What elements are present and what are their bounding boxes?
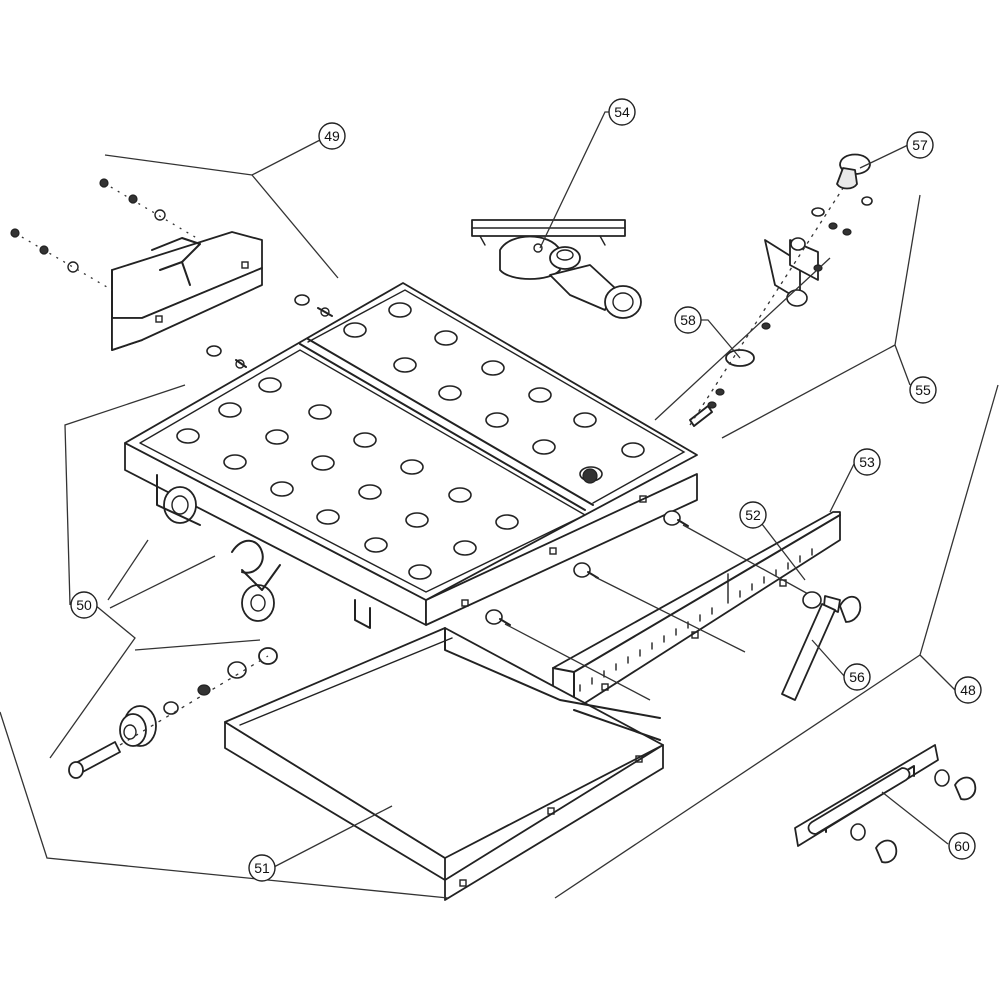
callout-52: 52	[739, 501, 767, 529]
callout-51-label: 51	[254, 860, 270, 876]
callout-56: 56	[843, 663, 871, 691]
callout-55-label: 55	[915, 382, 931, 398]
callout-54: 54	[608, 98, 636, 126]
fence-bolts	[485, 510, 811, 701]
fence-scale-ticks	[579, 548, 813, 692]
leader-lines	[0, 111, 999, 899]
callout-60-label: 60	[954, 838, 970, 854]
callout-49: 49	[318, 122, 346, 150]
callout-60: 60	[948, 832, 976, 860]
perforated-holes	[176, 302, 645, 580]
part-51-bottom-tray	[224, 627, 664, 901]
callout-57: 57	[906, 131, 934, 159]
callout-57-label: 57	[912, 137, 928, 153]
tray-bracket-lines	[444, 627, 661, 741]
callout-50-label: 50	[76, 597, 92, 613]
callout-56-label: 56	[849, 669, 865, 685]
callout-51: 51	[248, 854, 276, 882]
main-table-assembly	[124, 282, 698, 629]
part-57-knob-stack	[689, 153, 873, 427]
callout-54-label: 54	[614, 104, 630, 120]
callout-58: 58	[674, 306, 702, 334]
part-60-handle-plate	[794, 744, 977, 864]
callout-58-label: 58	[680, 312, 696, 328]
part-56-link-arm	[781, 591, 862, 701]
callout-50: 50	[70, 591, 98, 619]
part-49-fasteners-row-upper	[10, 178, 201, 291]
callout-52-label: 52	[745, 507, 761, 523]
callout-55: 55	[909, 376, 937, 404]
table-wheel	[156, 474, 281, 622]
callout-48: 48	[954, 676, 982, 704]
part-49-rear-bracket	[111, 231, 263, 351]
callout-53: 53	[853, 448, 881, 476]
part-50-wheel-exploded	[68, 647, 278, 779]
part-54-detail	[471, 219, 642, 319]
callout-49-label: 49	[324, 128, 340, 144]
callout-48-label: 48	[960, 682, 976, 698]
callout-53-label: 53	[859, 454, 875, 470]
part-49-bolts	[206, 294, 333, 369]
